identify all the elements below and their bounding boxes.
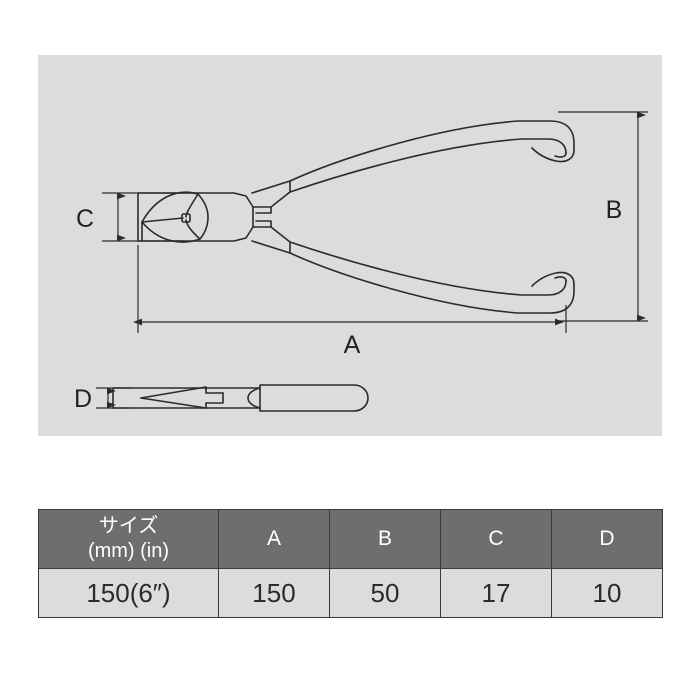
lower-handle-outer [289, 252, 575, 314]
side-joint-notch [205, 392, 224, 409]
side-blade-upper [140, 386, 224, 399]
dimension-label-a: A [344, 331, 361, 359]
header-cell-c: C [440, 509, 552, 569]
dimension-c [102, 192, 184, 242]
dimension-b [558, 111, 648, 322]
table-body: 150(6″) 150 50 17 10 [38, 568, 663, 618]
header-size-line1: サイズ [98, 515, 159, 538]
diagram-panel: C B A [38, 55, 662, 436]
pliers-side-view [112, 384, 369, 412]
jaw-body-outline [137, 192, 254, 242]
blade-lower-edge [141, 219, 201, 243]
dimension-label-d: D [74, 385, 92, 413]
header-size-line2: (mm) (in) [87, 540, 170, 562]
cell-c: 17 [440, 568, 552, 618]
blade-back-curve [197, 193, 209, 240]
header-cell-a: A [218, 509, 330, 569]
side-blade-lower [140, 397, 207, 409]
lower-handle-tip-inner [554, 276, 567, 282]
dimension-a [133, 245, 567, 333]
joint-upper-step [252, 206, 272, 214]
cell-d: 10 [551, 568, 663, 618]
upper-handle-tip-inner [554, 152, 567, 158]
cell-a: 150 [218, 568, 330, 618]
side-handle-body [259, 384, 369, 412]
table-header: サイズ (mm) (in) A B C D [38, 509, 663, 569]
dimension-label-b: B [606, 196, 623, 224]
lower-handle-inner [289, 241, 567, 296]
header-cell-b: B [329, 509, 441, 569]
header-cell-d: D [551, 509, 663, 569]
blade-center-notch [181, 213, 191, 223]
lower-handle-tip [531, 271, 575, 287]
side-pivot-boss [247, 387, 261, 409]
pliers-dimension-drawing: C B A [74, 111, 648, 413]
lower-shoulder [251, 226, 291, 254]
upper-handle-inner [289, 138, 567, 193]
upper-handle-tip [531, 147, 575, 163]
header-cell-size: サイズ (mm) (in) [38, 509, 219, 569]
joint-lower-step [252, 220, 272, 228]
upper-handle-outer [289, 120, 575, 182]
dimension-label-c: C [76, 205, 94, 233]
table-row: 150(6″) 150 50 17 10 [38, 568, 663, 618]
specification-table: サイズ (mm) (in) A B C D 150(6″) 150 50 17 … [38, 509, 663, 618]
cell-size: 150(6″) [38, 568, 219, 618]
upper-shoulder [251, 180, 291, 208]
table-header-row: サイズ (mm) (in) A B C D [38, 509, 663, 569]
dimension-d [96, 387, 130, 409]
blade-center-line [141, 217, 184, 223]
cell-b: 50 [329, 568, 441, 618]
pliers-top-view [137, 120, 575, 314]
